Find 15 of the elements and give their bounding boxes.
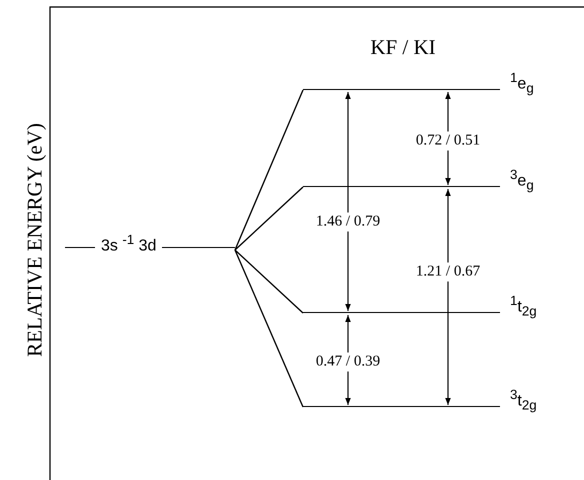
level-label: $^{1}$e$_{g}$ [510,70,534,96]
splitting-line [234,250,304,314]
double-arrow [445,189,451,405]
splitting-line [234,186,304,250]
level-label: 3s $^{-1}$ 3d [100,232,158,256]
diagram-title: KF / KI [369,35,437,60]
edge-label: 0.72 / 0.51 [414,132,482,150]
level-label: $^{3}$e$_{g}$ [510,167,534,193]
splitting-line [234,90,304,250]
double-arrow [345,92,351,311]
level-label: $^{3}$t$_{2g}$ [510,387,537,413]
level-label: $^{1}$t$_{2g}$ [510,293,537,319]
axis-label: RELATIVE ENERGY (eV) [22,123,48,357]
edge-label: 0.47 / 0.39 [314,352,382,372]
splitting-line [234,250,304,408]
